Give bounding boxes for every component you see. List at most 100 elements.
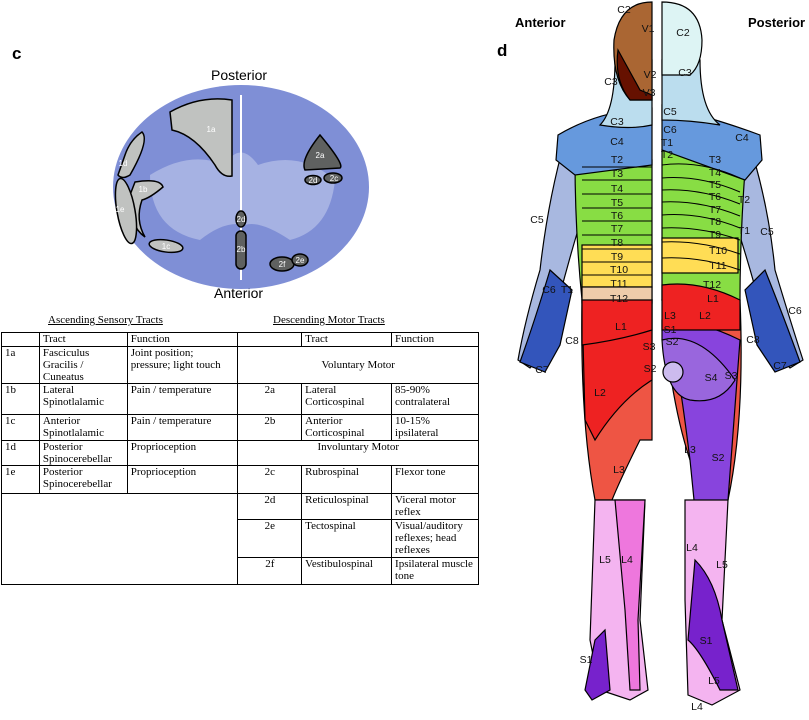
dermatome-label: T6 <box>611 210 623 222</box>
dermatome-label: S3 <box>643 341 656 353</box>
tract-name: Rubrospinal <box>301 465 393 494</box>
tract-function: Proprioception <box>126 440 239 466</box>
tract-2e <box>291 253 309 267</box>
tract-function: Joint position; pressure; light touch <box>126 346 239 384</box>
head-posterior <box>661 1 703 76</box>
right-forearm-hand <box>744 268 801 373</box>
dermatome-label: L3 <box>613 464 625 476</box>
dermatome-label: S2 <box>666 336 679 348</box>
dermatome-label: L3 <box>664 310 676 322</box>
dermatome-label: V3 <box>643 87 656 99</box>
dermatome-label: S3 <box>725 370 738 382</box>
cord-label: 2a <box>316 151 325 160</box>
tract-function: 10-15% ipsilateral <box>391 414 479 441</box>
dermatome-label: C4 <box>735 132 749 144</box>
dermatome-label: C3 <box>678 67 692 79</box>
cord-label: 1b <box>139 185 148 194</box>
left-arm <box>517 139 586 369</box>
dermatome-label: S2 <box>712 452 725 464</box>
dermatome-label: T1 <box>738 225 750 237</box>
left-l1 <box>581 299 653 346</box>
dermatome-label: L2 <box>594 387 606 399</box>
tract-name: Anterior Spinotlalamic <box>38 414 128 441</box>
descending-title: Descending Motor Tracts <box>273 314 385 326</box>
tract-id: 2d <box>237 493 303 520</box>
dermatome-label: S1 <box>580 654 593 666</box>
tract-function: 85-90% contralateral <box>391 383 479 415</box>
dermatome-label: S1 <box>664 324 677 336</box>
panel-d-letter: d <box>497 41 508 60</box>
dermatome-label: S4 <box>705 372 718 384</box>
dermatome-label: C5 <box>760 226 774 238</box>
right-buttock <box>661 337 736 402</box>
tract-2d-lateral <box>304 174 322 186</box>
cord-label: 1c <box>162 242 170 251</box>
tract-1e <box>114 177 138 245</box>
dermatome-label: T8 <box>709 216 721 228</box>
dermatome-label: T3 <box>709 154 721 166</box>
tract-1a <box>169 98 233 178</box>
cord-label: 2f <box>279 260 286 269</box>
panel-c-letter: c <box>12 44 22 63</box>
cord-label: 2d <box>237 215 246 224</box>
dermatome-label: T7 <box>709 204 721 216</box>
tract-name: Vestibulospinal <box>301 557 393 585</box>
left-forearm-hand <box>519 268 573 373</box>
dermatome-label: C8 <box>565 335 579 347</box>
dermatome-label: T1 <box>561 284 573 296</box>
dermatome-label: C3 <box>610 116 624 128</box>
tract-function: Visual/auditory reflexes; head reflexes <box>391 519 479 558</box>
dermatome-label: C6 <box>788 305 802 317</box>
tract-id: 1b <box>1 383 40 415</box>
dermatome-label: L5 <box>716 559 728 571</box>
neck-right <box>661 59 721 126</box>
cord-label: 2c <box>330 174 338 183</box>
tract-1c <box>148 238 184 254</box>
dermatome-label: T2 <box>611 154 623 166</box>
dermatome-label: T11 <box>709 260 726 272</box>
dermatome-label: V1 <box>642 23 655 35</box>
dermatome-label: C5 <box>530 214 544 226</box>
dermatome-label: T11 <box>610 278 627 290</box>
dermatome-label: L1 <box>707 293 719 305</box>
tract-function: Flexor tone <box>391 465 479 494</box>
dermatome-label: C6 <box>663 124 677 136</box>
tract-2c <box>323 172 343 184</box>
involuntary-motor-heading: Involuntary Motor <box>237 440 479 466</box>
dermatome-label: T10 <box>610 264 628 276</box>
cord-label: 2d <box>309 176 318 185</box>
voluntary-motor-heading: Voluntary Motor <box>237 346 479 384</box>
tract-2a <box>303 133 342 171</box>
dermatome-label: L5 <box>599 554 611 566</box>
cord-label: 1e <box>116 205 125 214</box>
cord-label: 2e <box>296 256 305 265</box>
tract-function: Ipsilateral muscle tone <box>391 557 479 585</box>
dermatome-label: C7 <box>773 360 787 372</box>
dermatome-label: T5 <box>709 179 721 191</box>
posterior-title: Posterior <box>748 15 806 30</box>
dermatome-label: T3 <box>611 168 623 180</box>
tract-name: Anterior Corticospinal <box>301 414 393 441</box>
dermatome-label: C3 <box>604 76 618 88</box>
dermatome-label: C5 <box>663 106 677 118</box>
cord-label: 1a <box>207 125 216 134</box>
dermatome-label: T12 <box>703 279 721 291</box>
dermatome-label: T2 <box>661 149 673 161</box>
band-yellow <box>581 244 653 288</box>
dermatome-label: T12 <box>610 293 628 305</box>
dermatome-label: S2 <box>644 363 657 375</box>
dermatome-label: T7 <box>611 223 623 235</box>
dermatome-label: L4 <box>691 701 703 713</box>
tract-id: 2f <box>237 557 303 585</box>
dermatome-label: T10 <box>709 245 727 257</box>
tract-function: Proprioception <box>126 465 239 494</box>
tract-id: 1e <box>1 465 40 494</box>
right-s4 <box>662 361 684 383</box>
anterior-title: Anterior <box>515 15 566 30</box>
dermatome-label: L1 <box>615 321 627 333</box>
dermatome-label: C8 <box>746 334 760 346</box>
col-header: Function <box>391 332 479 347</box>
spinal-cord-cross-section: 1a 1d 1b 1e 1c 2a 2d 2c 2d 2b 2f 2e <box>113 85 369 289</box>
